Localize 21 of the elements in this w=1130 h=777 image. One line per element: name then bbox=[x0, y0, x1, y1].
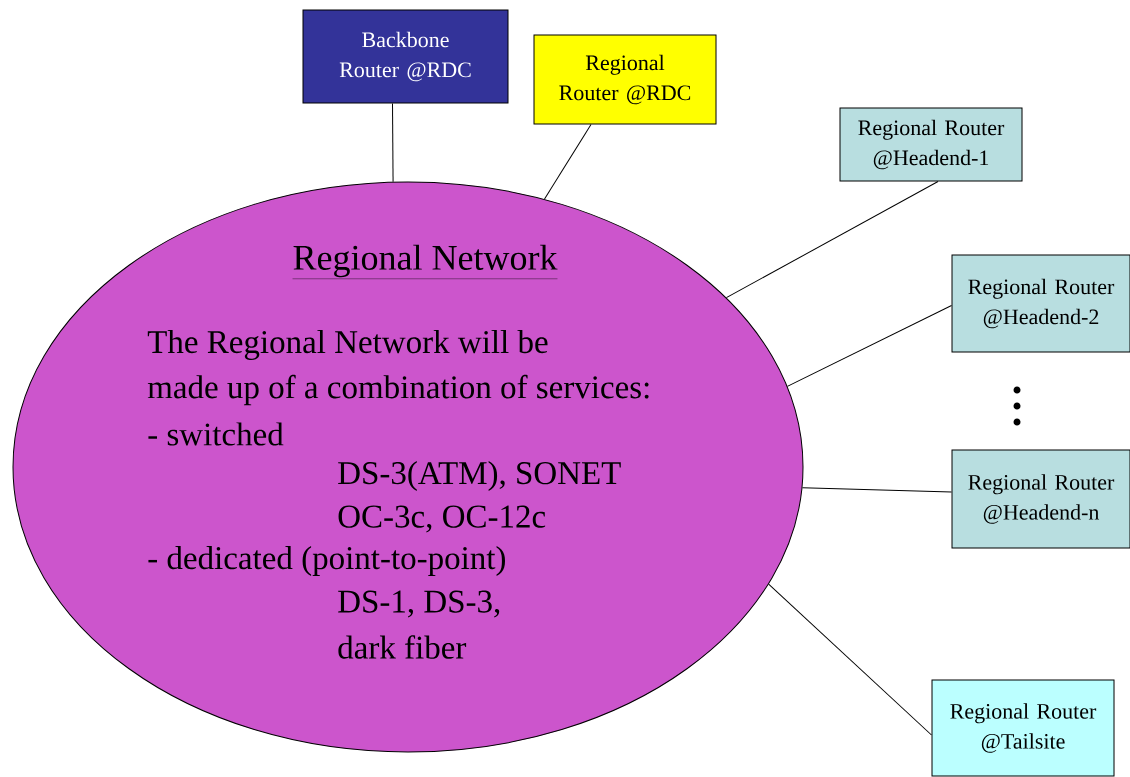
service-text: DS-1, DS-3, bbox=[338, 590, 500, 618]
service-text: - dedicated (point-to-point) bbox=[148, 546, 505, 576]
service-text: dark fiber bbox=[338, 635, 467, 659]
connector-line bbox=[801, 487, 952, 493]
ellipse-heading: Regional Network bbox=[292, 244, 558, 279]
service-text: - switched bbox=[148, 422, 284, 446]
connector-line bbox=[392, 103, 394, 183]
router-box: Backbone Router @RDC bbox=[302, 9, 509, 104]
router-box: Regional Router @Tailsite bbox=[931, 679, 1115, 777]
router-box: Regional Router @Headend-1 bbox=[839, 107, 1023, 182]
router-box: Regional Router @Headend-2 bbox=[951, 254, 1130, 353]
service-text: made up of a combination of services: bbox=[147, 374, 649, 406]
connector-line bbox=[544, 124, 592, 200]
service-text: OC-3c, OC-12c bbox=[338, 505, 546, 533]
connector-line bbox=[786, 305, 952, 387]
router-box: Regional Router @Headend-n bbox=[951, 449, 1130, 549]
connector-line bbox=[768, 583, 932, 736]
connector-line bbox=[725, 181, 939, 299]
router-box: Regional Router @RDC bbox=[533, 34, 717, 125]
service-text: The Regional Network will be bbox=[147, 330, 548, 360]
service-text: DS-3(ATM), SONET bbox=[338, 461, 621, 491]
